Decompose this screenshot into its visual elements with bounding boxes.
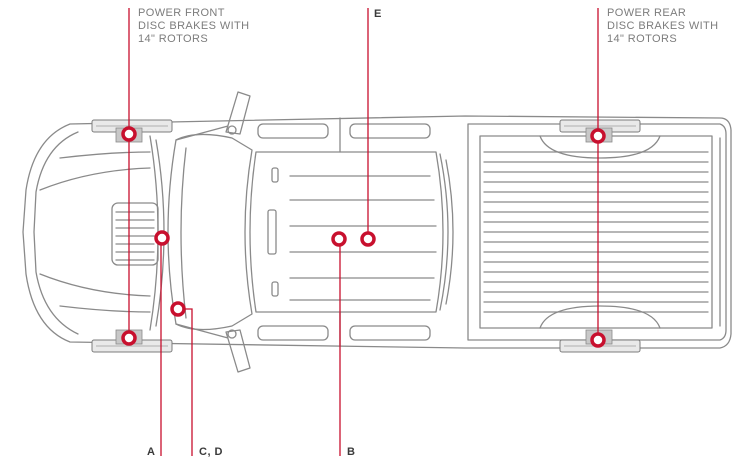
hotspot-rear-brake-top[interactable] (590, 128, 606, 144)
callout-front-brakes-line-3: 14" ROTORS (138, 33, 209, 45)
hotspot-cd[interactable] (170, 301, 186, 317)
mirror-top (225, 91, 251, 135)
body-outline (22, 115, 732, 349)
leader-cd (178, 308, 193, 456)
label-e: E (374, 8, 382, 20)
label-b: B (347, 446, 356, 458)
windshield (167, 133, 253, 331)
hotspot-e[interactable] (360, 231, 376, 247)
callout-rear-brakes: POWER REAR DISC BRAKES WITH 14" ROTORS (607, 7, 719, 46)
label-a: A (147, 446, 156, 458)
label-cd: C, D (199, 446, 223, 458)
callout-front-brakes-line-2: DISC BRAKES WITH (138, 20, 250, 32)
truck-outline (22, 91, 732, 373)
callout-rear-brakes-line-3: 14" ROTORS (607, 33, 678, 45)
hotspot-a[interactable] (154, 230, 170, 246)
hotspot-front-brake-bottom[interactable] (121, 330, 137, 346)
hotspots (121, 126, 606, 348)
callout-front-brakes-line-1: POWER FRONT (138, 7, 225, 19)
mirror-bottom (225, 329, 251, 373)
truck-bed (467, 123, 727, 341)
callout-rear-brakes-line-1: POWER REAR (607, 7, 687, 19)
hotspot-front-brake-top[interactable] (121, 126, 137, 142)
hotspot-rear-brake-bottom[interactable] (590, 332, 606, 348)
cab-roof (249, 151, 444, 313)
leader-lines (128, 8, 599, 456)
callout-rear-brakes-line-2: DISC BRAKES WITH (607, 20, 719, 32)
hotspot-b[interactable] (331, 231, 347, 247)
callout-front-brakes: POWER FRONT DISC BRAKES WITH 14" ROTORS (138, 7, 250, 46)
